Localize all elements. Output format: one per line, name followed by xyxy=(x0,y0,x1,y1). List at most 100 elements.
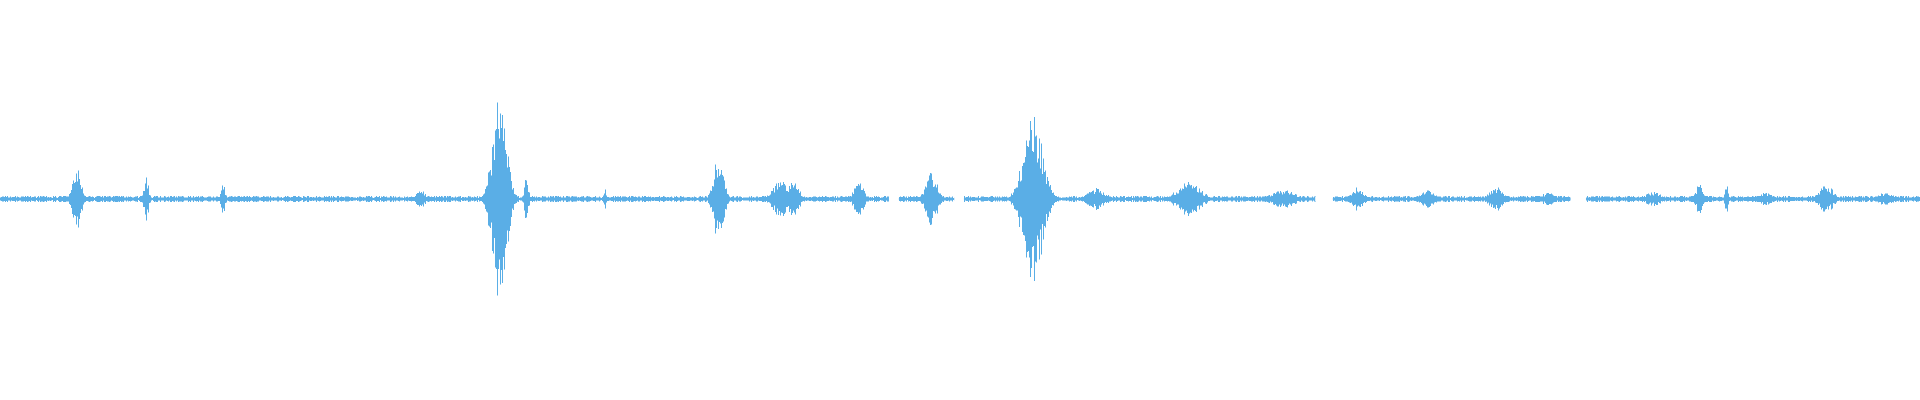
waveform-sample xyxy=(1077,197,1078,201)
waveform-sample xyxy=(506,153,507,245)
waveform-sample xyxy=(911,197,912,201)
waveform-sample xyxy=(1347,196,1348,202)
waveform-sample xyxy=(1667,197,1668,201)
waveform-sample xyxy=(1902,196,1903,202)
waveform-sample xyxy=(614,197,615,201)
waveform-sample xyxy=(606,195,607,203)
waveform-sample xyxy=(269,197,270,201)
waveform-sample xyxy=(460,196,461,202)
waveform-sample xyxy=(64,196,65,202)
waveform-sample xyxy=(86,196,87,202)
waveform-sample xyxy=(51,197,52,201)
waveform-sample xyxy=(408,197,409,201)
waveform-sample xyxy=(1370,197,1371,201)
waveform-sample xyxy=(1069,196,1070,202)
waveform-sample xyxy=(662,197,663,201)
waveform-sample xyxy=(778,183,779,215)
waveform-sample xyxy=(916,196,917,202)
waveform-sample xyxy=(610,197,611,201)
waveform-sample xyxy=(307,196,308,202)
waveform-sample xyxy=(1666,196,1667,202)
waveform-sample xyxy=(1711,196,1712,202)
waveform-sample xyxy=(1176,192,1177,206)
waveform-sample xyxy=(526,180,527,218)
waveform-sample xyxy=(1076,196,1077,202)
waveform-sample xyxy=(222,185,223,213)
waveform-sample xyxy=(68,196,69,202)
waveform-sample xyxy=(321,197,322,201)
waveform-sample xyxy=(1561,195,1562,203)
waveform-sample xyxy=(180,196,181,202)
waveform-sample xyxy=(904,196,905,202)
waveform-sample xyxy=(875,196,876,202)
waveform-sample xyxy=(792,185,793,213)
waveform-sample xyxy=(1090,192,1091,206)
waveform-sample xyxy=(1609,196,1610,202)
waveform-sample xyxy=(226,195,227,203)
waveform-sample xyxy=(1680,195,1681,203)
waveform-sample xyxy=(820,197,821,201)
waveform-sample xyxy=(440,197,441,201)
waveform-sample xyxy=(18,197,19,201)
waveform-sample xyxy=(1093,190,1094,208)
waveform-sample xyxy=(447,196,448,202)
waveform-sample xyxy=(1230,197,1231,201)
waveform-sample xyxy=(255,196,256,202)
waveform-sample xyxy=(866,196,867,202)
waveform-sample xyxy=(675,196,676,202)
waveform-sample xyxy=(43,196,44,202)
waveform-sample xyxy=(1525,196,1526,202)
waveform-sample xyxy=(1409,196,1410,202)
waveform-sample xyxy=(1094,194,1095,204)
waveform-sample xyxy=(578,196,579,202)
waveform-sample xyxy=(1606,196,1607,202)
waveform-sample xyxy=(1174,195,1175,203)
waveform-sample xyxy=(939,193,940,205)
waveform-sample xyxy=(88,196,89,202)
waveform-sample xyxy=(434,195,435,203)
waveform-sample xyxy=(796,188,797,210)
waveform-sample xyxy=(785,185,786,213)
waveform-sample xyxy=(692,196,693,202)
waveform-sample xyxy=(598,197,599,201)
waveform-sample xyxy=(1121,196,1122,202)
waveform-sample xyxy=(1886,193,1887,205)
waveform-sample xyxy=(1519,196,1520,202)
waveform-sample xyxy=(818,196,819,202)
waveform-sample xyxy=(1466,197,1467,201)
waveform-sample xyxy=(779,186,780,212)
waveform-sample xyxy=(258,196,259,202)
waveform-sample xyxy=(1366,196,1367,202)
waveform-sample xyxy=(1012,195,1013,203)
waveform-sample xyxy=(27,195,28,203)
waveform-sample xyxy=(1010,196,1011,202)
waveform-sample xyxy=(1546,193,1547,205)
waveform-sample xyxy=(333,195,334,203)
waveform-sample xyxy=(1484,197,1485,201)
waveform-sample xyxy=(525,180,526,218)
waveform-sample xyxy=(484,193,485,205)
waveform-sample xyxy=(561,197,562,201)
waveform-sample xyxy=(1181,190,1182,208)
waveform-sample xyxy=(589,196,590,202)
waveform-sample xyxy=(645,196,646,202)
waveform-sample xyxy=(1775,197,1776,201)
waveform-sample xyxy=(1475,197,1476,201)
waveform-sample xyxy=(37,196,38,202)
waveform-sample xyxy=(431,196,432,202)
waveform-sample xyxy=(1008,197,1009,201)
waveform-sample xyxy=(1679,197,1680,201)
waveform-sample xyxy=(1336,196,1337,202)
waveform-sample xyxy=(696,197,697,201)
waveform-sample xyxy=(150,195,151,203)
waveform-sample xyxy=(1447,197,1448,201)
waveform-sample xyxy=(302,197,303,201)
waveform-sample xyxy=(684,197,685,201)
waveform-sample xyxy=(846,196,847,202)
waveform-sample xyxy=(1759,195,1760,203)
waveform-sample xyxy=(1198,192,1199,206)
waveform-sample xyxy=(1803,197,1804,201)
waveform-sample xyxy=(826,196,827,202)
waveform-sample xyxy=(1170,196,1171,202)
